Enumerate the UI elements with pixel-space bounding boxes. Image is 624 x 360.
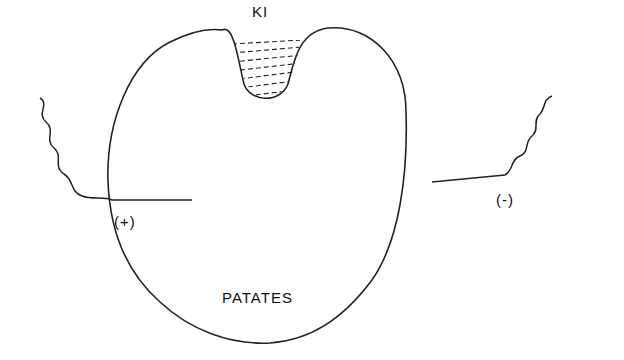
positive-terminal-label: (+) [114,214,136,231]
potato-label: PATATES [222,290,293,307]
ki-label: KI [252,4,268,21]
negative-electrode [432,175,505,182]
potato-shape: PATATES [100,20,415,350]
positive-electrode [112,199,192,201]
negative-terminal-label: (-) [496,192,514,209]
right-wire [505,96,552,175]
left-wire [40,98,112,200]
